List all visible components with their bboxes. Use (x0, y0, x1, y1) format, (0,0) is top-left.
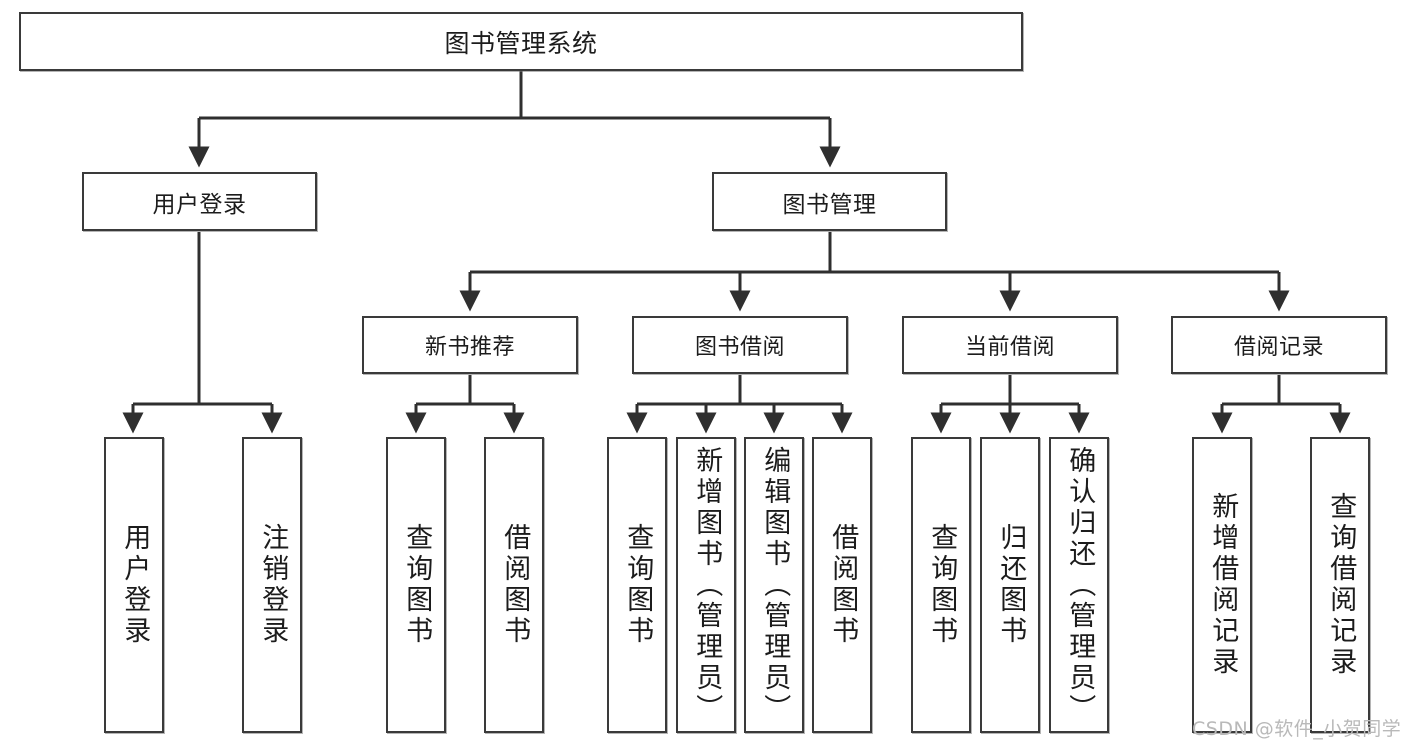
node-current-borrow[interactable]: 当前借阅 (902, 316, 1118, 374)
leaf-new-book-borrow-label: 借阅图书 (499, 523, 531, 647)
node-book-borrow[interactable]: 图书借阅 (632, 316, 848, 374)
leaf-user-login-login[interactable]: 用户登录 (104, 437, 164, 733)
leaf-current-borrow-confirm-return-label: 确认归还（管理员） (1064, 445, 1096, 725)
node-user-login-label: 用户登录 (152, 191, 247, 218)
leaf-current-borrow-return-label: 归还图书 (995, 523, 1027, 647)
leaf-user-login-logout-label: 注销登录 (257, 523, 289, 647)
leaf-book-borrow-query[interactable]: 查询图书 (607, 437, 667, 733)
leaf-current-borrow-return[interactable]: 归还图书 (980, 437, 1040, 733)
leaf-book-borrow-edit-label: 编辑图书（管理员） (759, 445, 791, 725)
node-new-book-recommend[interactable]: 新书推荐 (362, 316, 578, 374)
leaf-borrow-record-add[interactable]: 新增借阅记录 (1192, 437, 1252, 733)
leaf-current-borrow-confirm-return[interactable]: 确认归还（管理员） (1049, 437, 1109, 733)
leaf-borrow-record-query[interactable]: 查询借阅记录 (1310, 437, 1370, 733)
leaf-book-borrow-borrow[interactable]: 借阅图书 (812, 437, 872, 733)
leaf-book-borrow-borrow-label: 借阅图书 (827, 523, 859, 647)
node-borrow-record-label: 借阅记录 (1233, 335, 1324, 360)
node-root-system-label: 图书管理系统 (444, 28, 598, 58)
node-book-manage-label: 图书管理 (782, 191, 877, 218)
leaf-borrow-record-query-label: 查询借阅记录 (1325, 492, 1357, 678)
node-borrow-record[interactable]: 借阅记录 (1171, 316, 1387, 374)
leaf-user-login-login-label: 用户登录 (119, 523, 151, 647)
leaf-book-borrow-edit[interactable]: 编辑图书（管理员） (744, 437, 804, 733)
csdn-watermark: CSDN @软件_小贺同学 (1192, 718, 1402, 740)
leaf-current-borrow-query[interactable]: 查询图书 (911, 437, 971, 733)
leaf-new-book-query-label: 查询图书 (401, 523, 433, 647)
node-book-borrow-label: 图书借阅 (694, 335, 785, 360)
node-current-borrow-label: 当前借阅 (964, 335, 1055, 360)
node-new-book-recommend-label: 新书推荐 (424, 335, 515, 360)
leaf-book-borrow-add-label: 新增图书（管理员） (691, 445, 723, 725)
leaf-user-login-logout[interactable]: 注销登录 (242, 437, 302, 733)
node-user-login[interactable]: 用户登录 (82, 172, 317, 231)
leaf-new-book-query[interactable]: 查询图书 (386, 437, 446, 733)
node-book-manage[interactable]: 图书管理 (712, 172, 947, 231)
leaf-book-borrow-query-label: 查询图书 (622, 523, 654, 647)
leaf-book-borrow-add[interactable]: 新增图书（管理员） (676, 437, 736, 733)
leaf-current-borrow-query-label: 查询图书 (926, 523, 958, 647)
node-root-system[interactable]: 图书管理系统 (19, 12, 1023, 71)
leaf-borrow-record-add-label: 新增借阅记录 (1207, 492, 1239, 678)
leaf-new-book-borrow[interactable]: 借阅图书 (484, 437, 544, 733)
